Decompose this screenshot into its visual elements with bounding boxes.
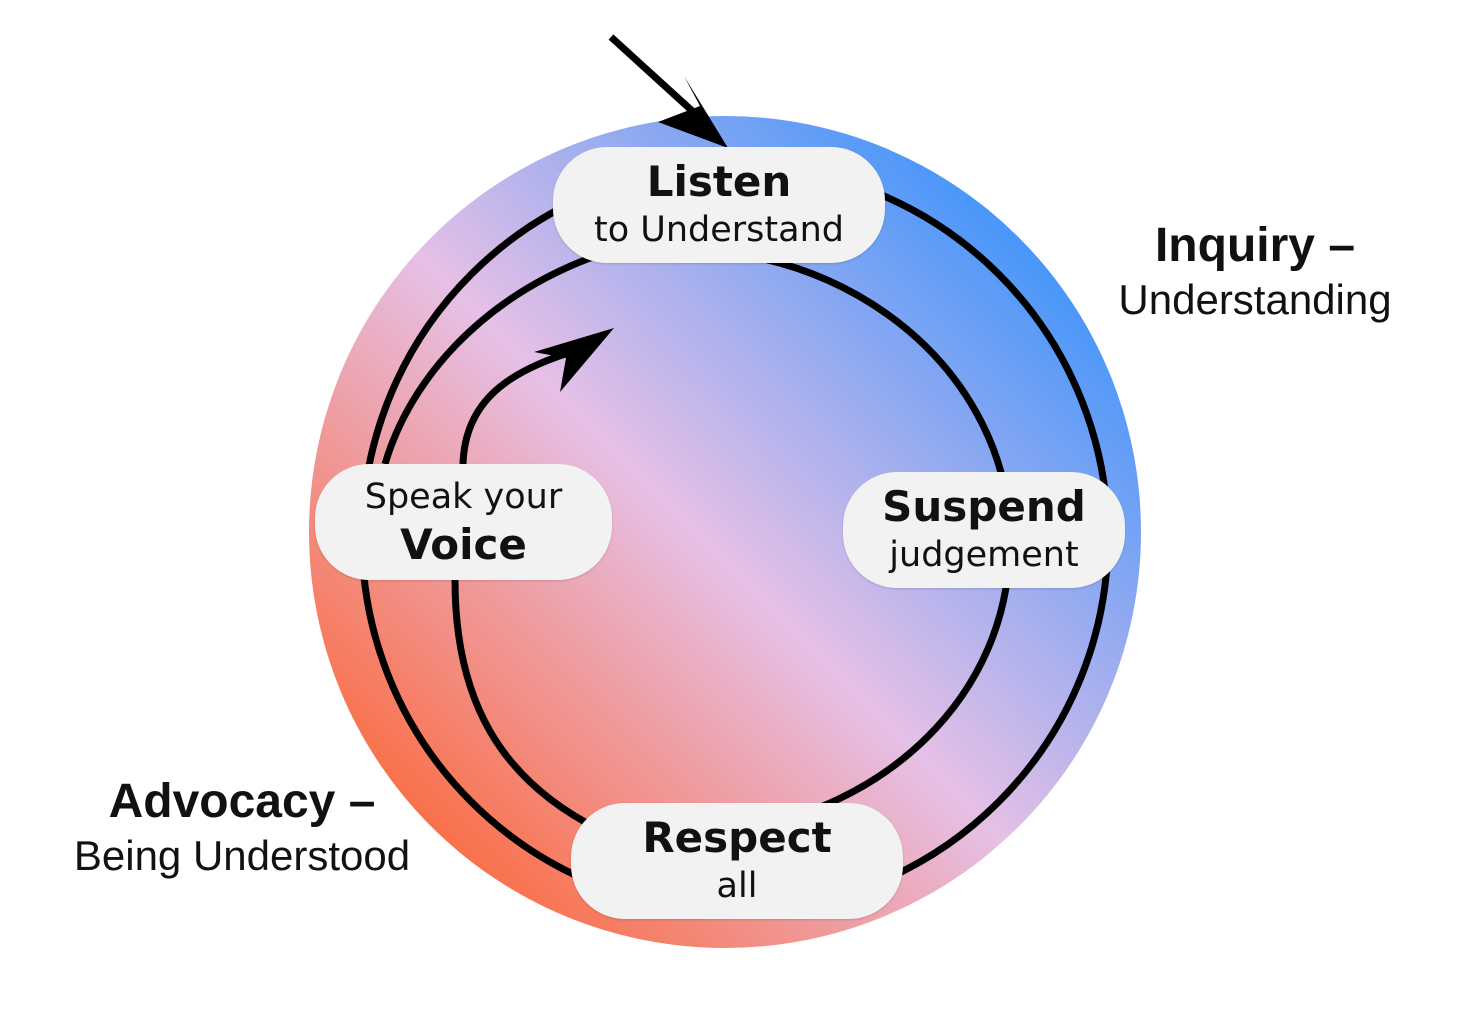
respect-subtitle: all — [716, 866, 758, 906]
advocacy-title: Advocacy – — [108, 775, 376, 828]
entry-arrowhead — [658, 76, 728, 148]
speak-to-listen-arrow-shaft — [459, 346, 579, 465]
inquiry-label: Inquiry – Understanding — [1090, 218, 1420, 326]
inquiry-subtitle: Understanding — [1118, 276, 1392, 323]
suspend-subtitle: judgement — [889, 535, 1079, 575]
speak-subtitle: Speak your — [364, 477, 563, 517]
gradient-circle — [309, 116, 1141, 948]
entry-arrow-shaft — [608, 34, 703, 121]
listen-node: Listen to Understand — [553, 147, 885, 263]
speak-to-listen-arrowhead — [534, 328, 614, 392]
respect-title: Respect — [642, 813, 832, 862]
advocacy-label: Advocacy – Being Understood — [62, 774, 422, 882]
inquiry-title: Inquiry – — [1154, 219, 1356, 272]
advocacy-subtitle: Being Understood — [73, 832, 411, 879]
respect-node: Respect all — [571, 803, 903, 919]
suspend-title: Suspend — [882, 482, 1086, 531]
left-outer-segment — [381, 254, 592, 466]
speak-title: Voice — [400, 520, 527, 569]
speak-node: Speak your Voice — [315, 464, 612, 580]
listen-subtitle: to Understand — [593, 210, 844, 250]
listen-title: Listen — [646, 157, 792, 206]
inner-return-path — [451, 579, 602, 834]
suspend-node: Suspend judgement — [843, 472, 1125, 588]
